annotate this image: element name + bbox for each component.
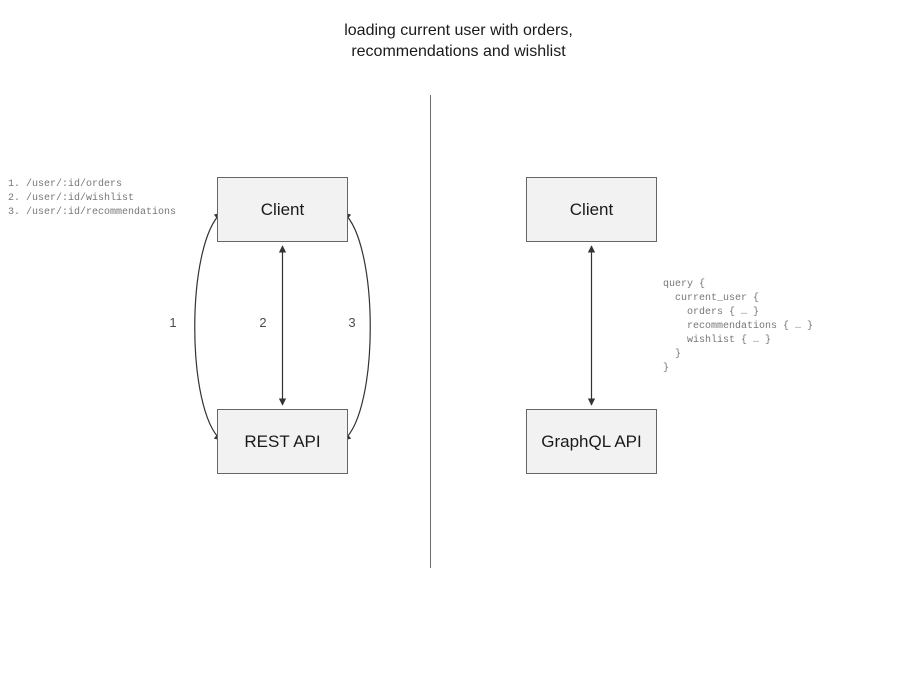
edge-1-client-rest: [194, 212, 222, 441]
rest-endpoints-annotation: 1. /user/:id/orders 2. /user/:id/wishlis…: [8, 179, 177, 218]
page-title: loading current user with orders, recomm…: [344, 22, 573, 60]
node-rest-api[interactable]: REST API: [217, 409, 348, 474]
edge-label-2: 2: [259, 315, 267, 330]
vertical-divider: [430, 95, 431, 568]
edge-label-3: 3: [348, 315, 356, 330]
graphql-query-annotation: query { current_user { orders { … } reco…: [663, 279, 814, 374]
node-label: Client: [260, 199, 305, 219]
node-client-rest-side[interactable]: Client: [217, 177, 348, 242]
node-graphql-api[interactable]: GraphQL API: [526, 409, 657, 474]
node-client-graphql-side[interactable]: Client: [526, 177, 657, 242]
node-label: Client: [569, 199, 614, 219]
node-label: REST API: [244, 431, 321, 451]
edge-label-1: 1: [169, 315, 177, 330]
node-label: GraphQL API: [541, 431, 642, 451]
